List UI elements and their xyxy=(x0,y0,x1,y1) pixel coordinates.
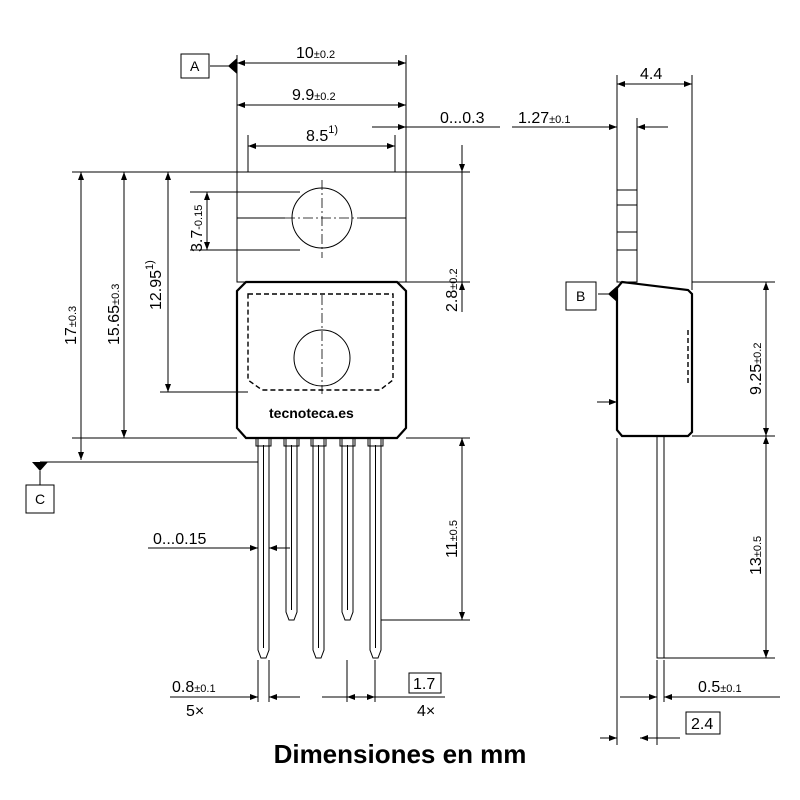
front-leads xyxy=(255,438,384,659)
watermark-text: tecnoteca.es xyxy=(269,405,354,421)
lead-1 xyxy=(257,438,270,659)
lead-5 xyxy=(369,438,382,659)
dim-1-7-count: 4× xyxy=(417,703,435,720)
dim-0-8: 0.8±0.1 xyxy=(172,679,216,696)
dim-2-4: 2.4 xyxy=(685,711,721,735)
dim-0-5: 0.5±0.1 xyxy=(698,679,742,696)
svg-text:1.7: 1.7 xyxy=(413,676,435,693)
dim-9-25: 9.25±0.2 xyxy=(748,343,765,395)
side-dimensions xyxy=(512,75,780,745)
dim-3-7: 3.7-0.15 xyxy=(189,205,206,252)
lead-2 xyxy=(285,438,298,621)
front-labels: 10±0.2 9.9±0.2 8.51) 0...0.3 17±0.3 15.6… xyxy=(25,45,485,720)
front-body xyxy=(235,280,408,440)
svg-text:10±0.2: 10±0.2 xyxy=(296,45,335,62)
dim-0-0-3: 0...0.3 xyxy=(440,110,485,127)
dim-11: 11±0.5 xyxy=(444,520,461,558)
svg-text:B: B xyxy=(576,288,585,304)
dim-9-9: 9.9±0.2 xyxy=(292,87,336,104)
front-exposed-pad xyxy=(247,293,394,391)
dim-0-8-count: 5× xyxy=(186,703,204,720)
side-labels: 4.4 1.27±0.1 9.25±0.2 13±0.5 0.5±0.1 2.4… xyxy=(518,66,765,735)
datum-a: A xyxy=(180,53,210,79)
datum-b: B xyxy=(565,281,597,311)
front-view: tecnoteca.es xyxy=(235,171,408,659)
dim-15-65: 15.65±0.3 xyxy=(106,284,123,345)
dim-17: 17±0.3 xyxy=(63,306,80,345)
caption: Dimensiones en mm xyxy=(274,739,527,769)
dim-12-95: 12.951) xyxy=(144,260,165,310)
dim-4-4: 4.4 xyxy=(640,66,662,83)
svg-text:9.9±0.2: 9.9±0.2 xyxy=(292,87,336,104)
side-body xyxy=(615,280,694,438)
dim-0-0-15: 0...0.15 xyxy=(153,531,206,548)
lead-3 xyxy=(312,438,325,659)
dim-2-8: 2.8±0.2 xyxy=(444,268,461,312)
side-lead xyxy=(656,436,665,659)
svg-text:A: A xyxy=(190,58,200,74)
front-dimensions xyxy=(32,55,500,702)
svg-text:8.51): 8.51) xyxy=(306,124,338,145)
dim-8-5: 8.51) xyxy=(306,124,338,145)
dim-1-7: 1.7 xyxy=(408,672,442,694)
dim-10: 10±0.2 xyxy=(296,45,335,62)
side-tab xyxy=(616,172,638,283)
svg-text:2.4: 2.4 xyxy=(691,716,713,733)
dim-1-27: 1.27±0.1 xyxy=(518,110,570,127)
dim-13: 13±0.5 xyxy=(748,536,765,575)
svg-text:C: C xyxy=(35,491,45,507)
side-view xyxy=(615,172,694,659)
datum-c: C xyxy=(25,484,55,514)
lead-4 xyxy=(341,438,354,621)
